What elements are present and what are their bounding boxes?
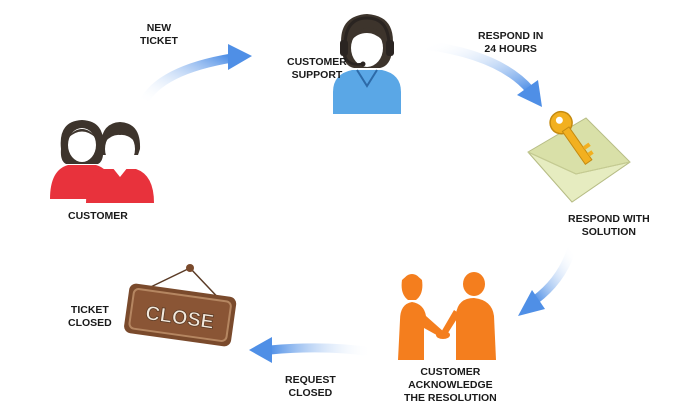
ticket-closed-line-2: CLOSED	[68, 317, 112, 329]
close-sign-icon: CLOSE	[124, 264, 237, 347]
new-ticket-line-2: TICKET	[140, 35, 178, 47]
request-closed-label: REQUEST CLOSED	[285, 374, 336, 400]
respond-24-hours-label: RESPOND IN 24 HOURS	[478, 30, 543, 56]
respond-24-line-1: RESPOND IN	[478, 30, 544, 42]
ticket-closed-line-1: TICKET	[70, 304, 109, 316]
respond-solution-line-2: SOLUTION	[581, 226, 636, 238]
two-people-icon	[50, 120, 154, 203]
acknowledge-line-3: THE RESOLUTION	[404, 392, 497, 404]
request-closed-line-2: CLOSED	[288, 387, 333, 399]
new-ticket-line-1: NEW	[146, 22, 172, 34]
respond-24-line-2: 24 HOURS	[484, 43, 537, 55]
acknowledge-line-2: ACKNOWLEDGE	[408, 379, 493, 391]
acknowledge-line-1: CUSTOMER	[420, 366, 481, 378]
ticket-closed-label: TICKET CLOSED	[68, 304, 112, 330]
customer-support-line-1: CUSTOMER	[287, 56, 347, 68]
customer-label: CUSTOMER	[68, 210, 128, 223]
respond-with-solution-label: RESPOND WITH SOLUTION	[568, 213, 650, 239]
new-ticket-label: NEW TICKET	[140, 22, 178, 48]
arrow-request-closed	[249, 337, 377, 363]
arrow-respond-24-hours	[420, 40, 542, 107]
envelope-key-icon	[527, 110, 631, 203]
respond-solution-line-1: RESPOND WITH	[568, 213, 650, 225]
headset-agent-icon	[333, 14, 401, 114]
customer-support-label: CUSTOMER SUPPORT	[287, 56, 347, 82]
arrow-new-ticket	[138, 44, 252, 108]
customer-label-line-1: CUSTOMER	[68, 210, 128, 222]
handshake-icon	[398, 272, 496, 360]
request-closed-line-1: REQUEST	[285, 374, 336, 386]
customer-support-line-2: SUPPORT	[291, 69, 343, 81]
arrow-respond-solution	[518, 243, 577, 316]
customer-acknowledge-label: CUSTOMER ACKNOWLEDGE THE RESOLUTION	[404, 366, 497, 405]
